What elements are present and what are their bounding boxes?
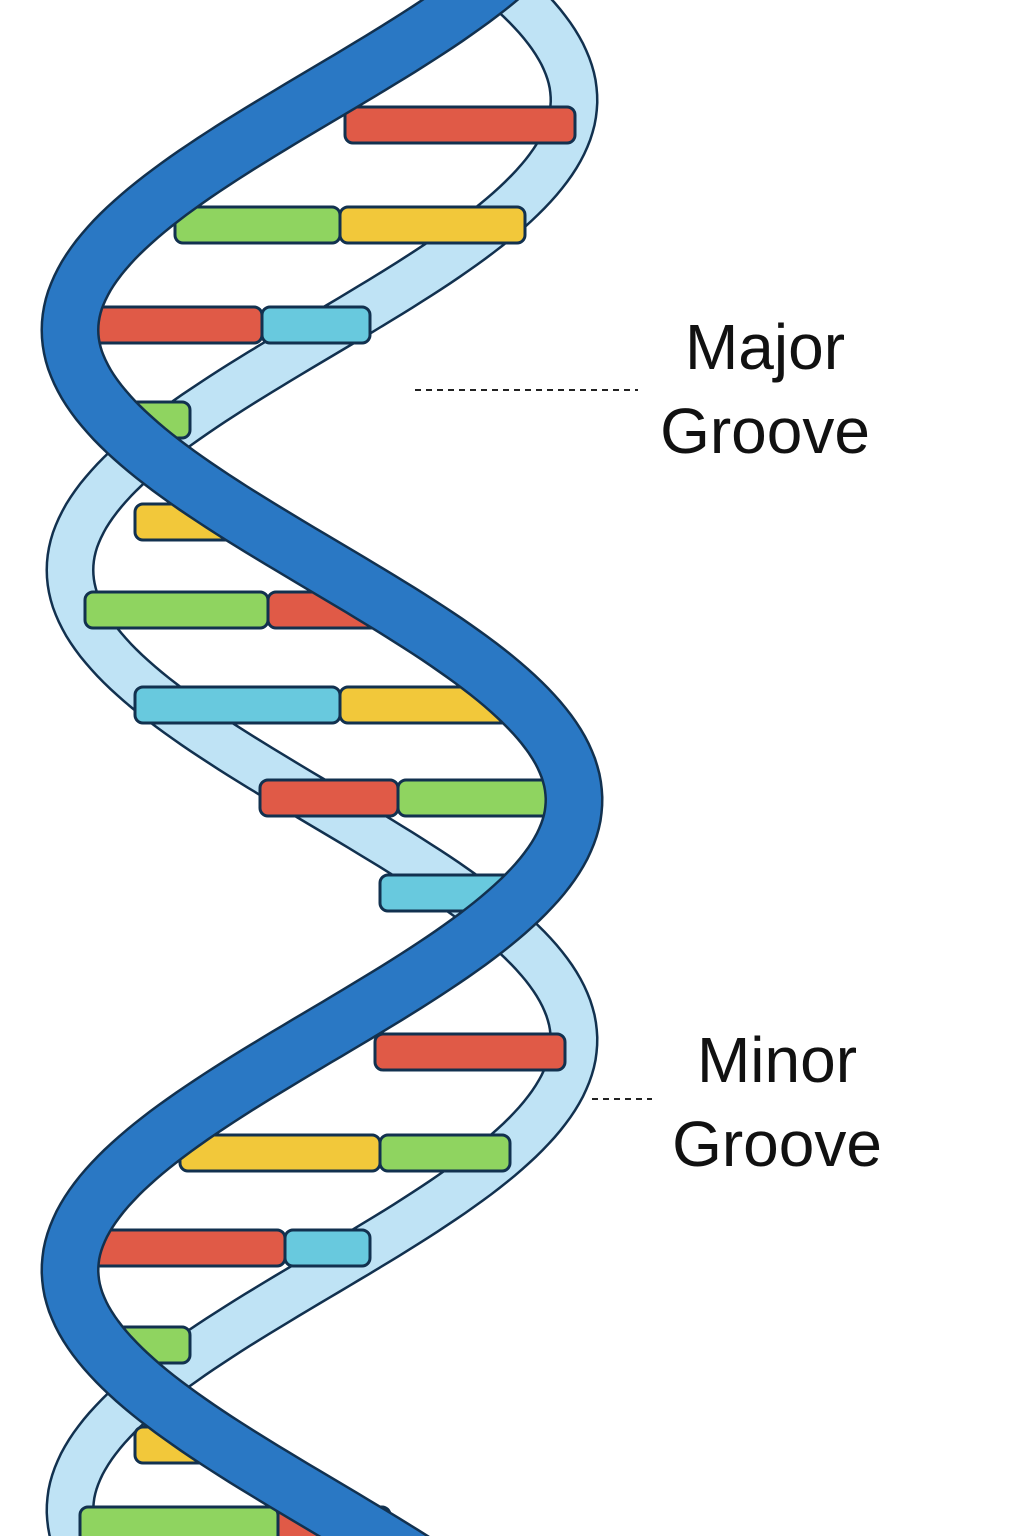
base-green [83,590,270,630]
base-cyan [260,305,372,345]
major-groove-label-line2: Groove [660,395,870,467]
base-green [378,1133,512,1173]
base-red [83,305,264,345]
base-red [373,1032,567,1072]
base-yellow [338,205,527,245]
front-strand [40,0,604,1536]
base-red [83,1228,287,1268]
major-groove-label-line1: Major [684,311,846,383]
base-yellow [178,1133,382,1173]
minor-groove-label-line1: Minor [696,1024,858,1096]
minor-groove-label: Minor Groove [627,1018,927,1186]
base-red [258,778,400,818]
base-cyan [283,1228,372,1268]
major-groove-label: Major Groove [615,305,915,473]
front-strand-ribbon [42,0,602,1536]
base-green [78,1505,280,1536]
minor-groove-label-line2: Groove [672,1108,882,1180]
base-red [343,105,577,145]
base-cyan [133,685,342,725]
base-green [173,205,342,245]
